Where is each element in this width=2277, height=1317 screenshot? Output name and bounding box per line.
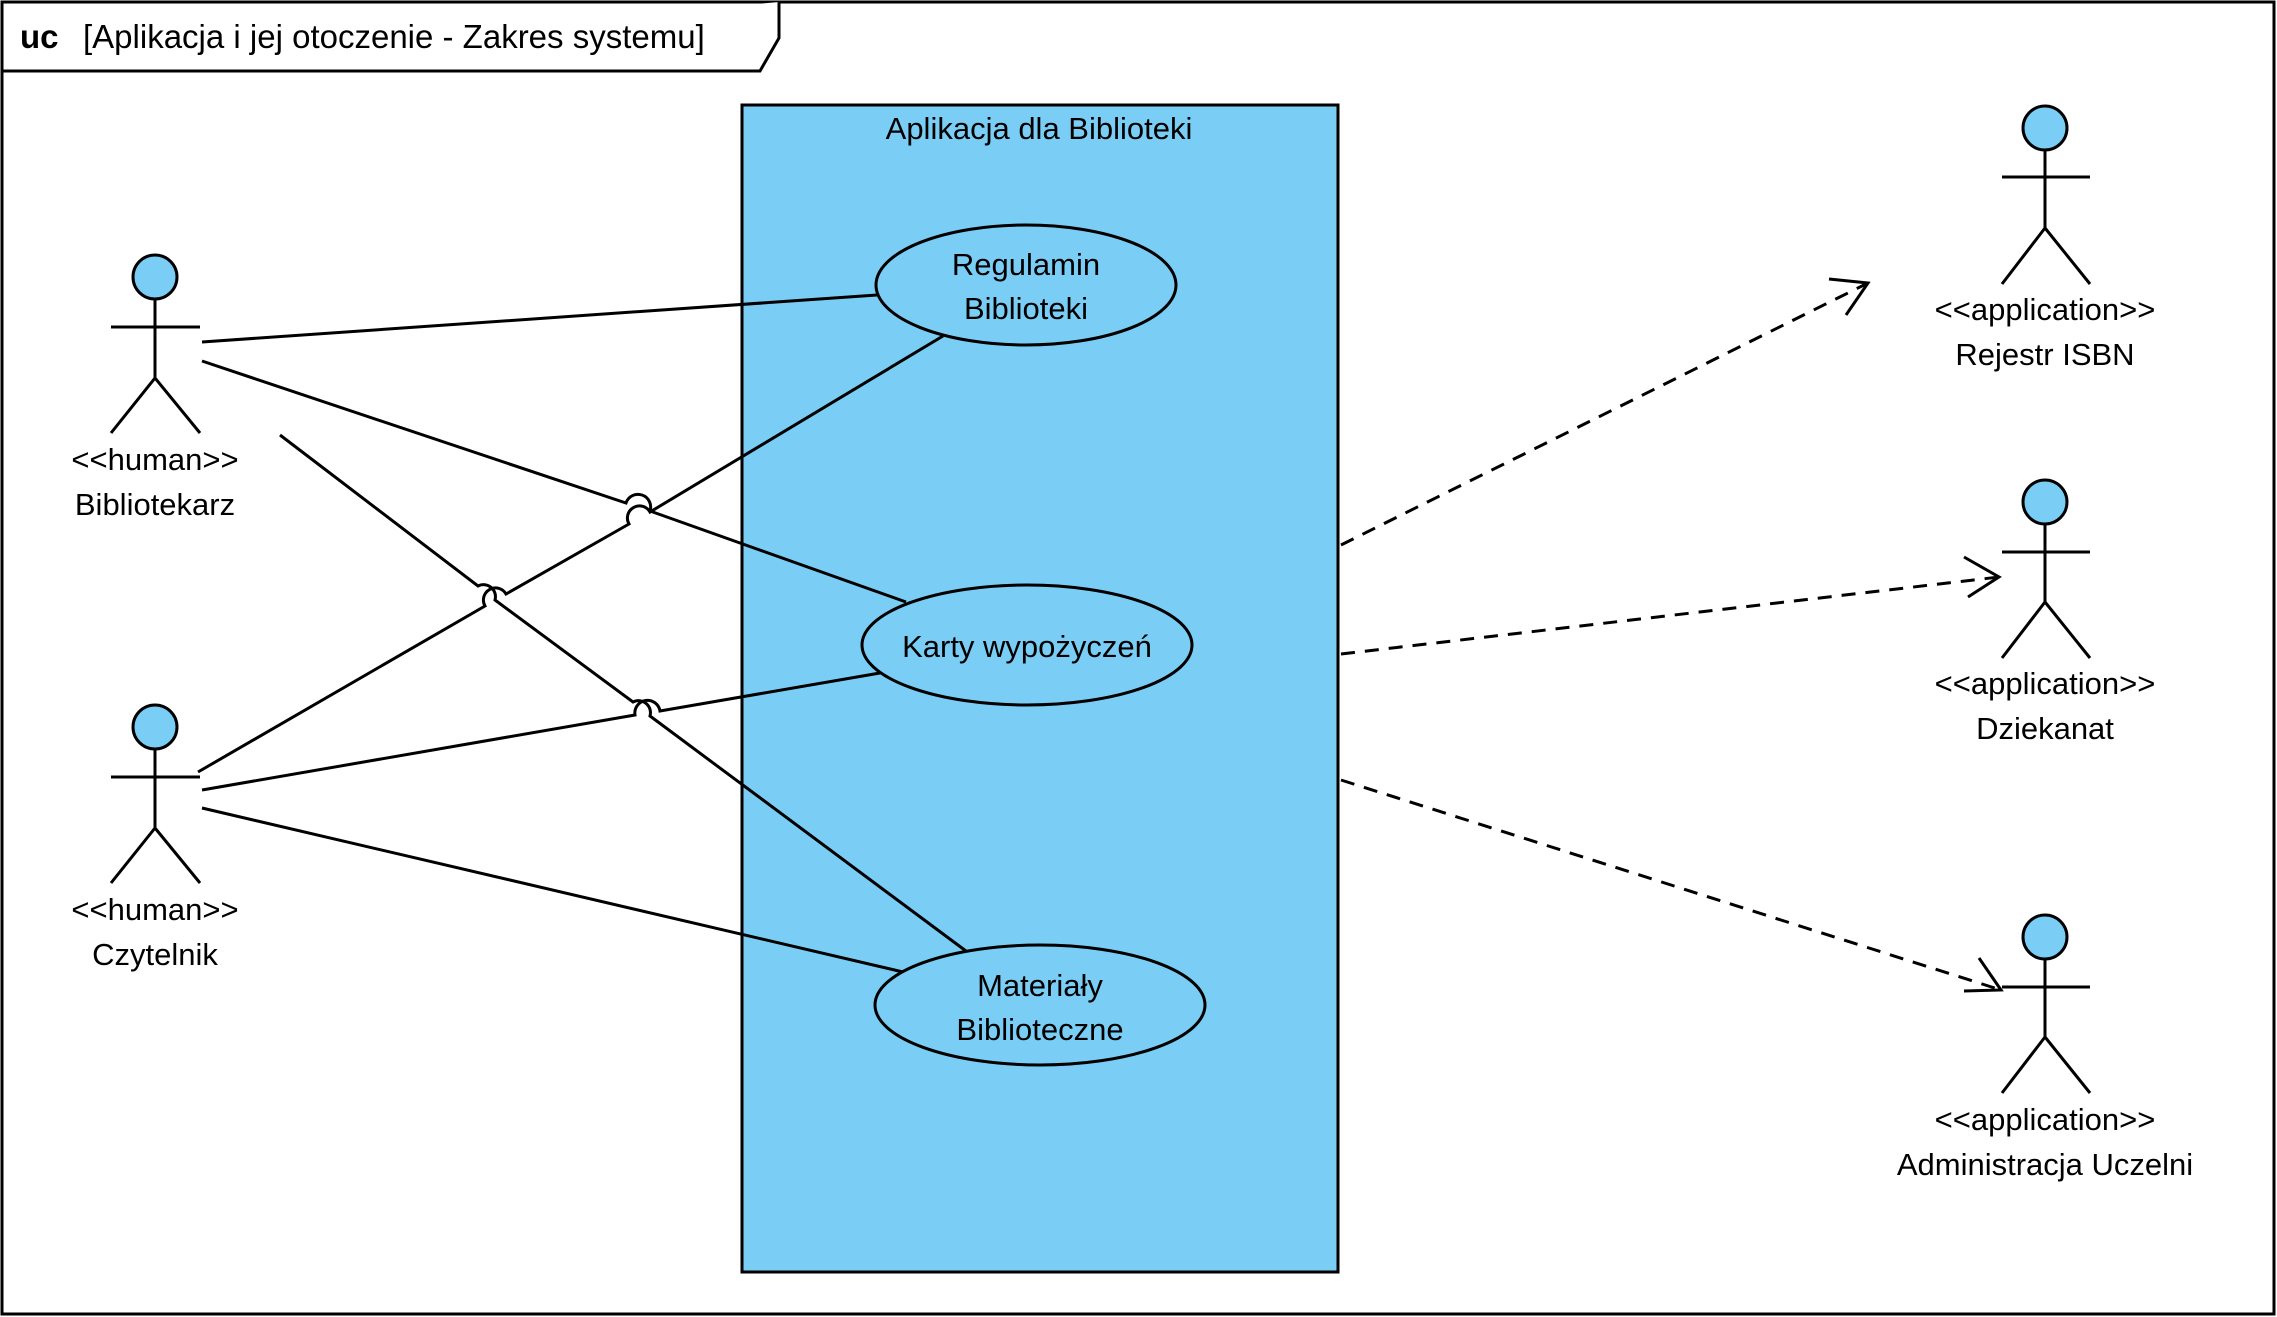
dependency-rejestr[interactable] <box>1340 277 1871 547</box>
use-case-karty-line1: Karty wypożyczeń <box>902 629 1152 664</box>
stick-figure-icon <box>2000 913 2092 1094</box>
assoc-czytelnik-materialy[interactable] <box>201 806 904 974</box>
frame-keyword: uc <box>20 18 59 55</box>
dependencies <box>1340 277 2004 993</box>
actor-bibliotekarz[interactable]: <<human>> Bibliotekarz <box>71 253 239 522</box>
actor-czytelnik[interactable]: <<human>> Czytelnik <box>71 703 239 972</box>
stick-figure-icon <box>109 703 202 884</box>
assoc-czytelnik-karty[interactable] <box>201 671 881 792</box>
stick-figure-icon <box>2000 104 2092 285</box>
use-case-materialy[interactable]: Materiały Biblioteczne <box>873 943 1207 1067</box>
actor-administracja-stereotype: <<application>> <box>1935 1102 2156 1137</box>
use-case-regulamin-line2: Biblioteki <box>964 291 1088 326</box>
actor-dziekanat-stereotype: <<application>> <box>1935 666 2156 701</box>
actor-czytelnik-name: Czytelnik <box>92 937 218 972</box>
stick-figure-icon <box>109 253 202 434</box>
use-case-materialy-line1: Materiały <box>977 968 1103 1003</box>
dependency-administracja[interactable] <box>1340 778 2004 993</box>
actor-czytelnik-stereotype: <<human>> <box>71 892 238 927</box>
use-case-regulamin-line1: Regulamin <box>952 247 1100 282</box>
actor-rejestr-isbn[interactable]: <<application>> Rejestr ISBN <box>1935 104 2156 372</box>
actor-rejestr-stereotype: <<application>> <box>1935 292 2156 327</box>
dependency-dziekanat[interactable] <box>1340 555 2002 656</box>
actor-dziekanat-name: Dziekanat <box>1976 711 2114 746</box>
assoc-czytelnik-regulamin[interactable] <box>197 334 944 774</box>
system-name: Aplikacja dla Biblioteki <box>886 111 1193 146</box>
associations <box>197 293 971 974</box>
actor-administracja-uczelni[interactable]: <<application>> Administracja Uczelni <box>1897 913 2193 1182</box>
assoc-bibliotekarz-materialy[interactable] <box>279 433 971 956</box>
actor-dziekanat[interactable]: <<application>> Dziekanat <box>1935 478 2156 746</box>
frame-title: [Aplikacja i jej otoczenie - Zakres syst… <box>83 18 705 55</box>
actor-bibliotekarz-name: Bibliotekarz <box>75 487 235 522</box>
use-case-karty[interactable]: Karty wypożyczeń <box>860 583 1194 707</box>
assoc-bibliotekarz-regulamin[interactable] <box>201 293 878 344</box>
stick-figure-icon <box>2000 478 2092 659</box>
use-case-materialy-line2: Biblioteczne <box>956 1012 1123 1047</box>
actor-bibliotekarz-stereotype: <<human>> <box>71 442 238 477</box>
use-case-regulamin[interactable]: Regulamin Biblioteki <box>874 223 1178 347</box>
assoc-bibliotekarz-karty[interactable] <box>201 359 907 604</box>
actor-administracja-name: Administracja Uczelni <box>1897 1147 2193 1182</box>
actor-rejestr-name: Rejestr ISBN <box>1955 337 2134 372</box>
